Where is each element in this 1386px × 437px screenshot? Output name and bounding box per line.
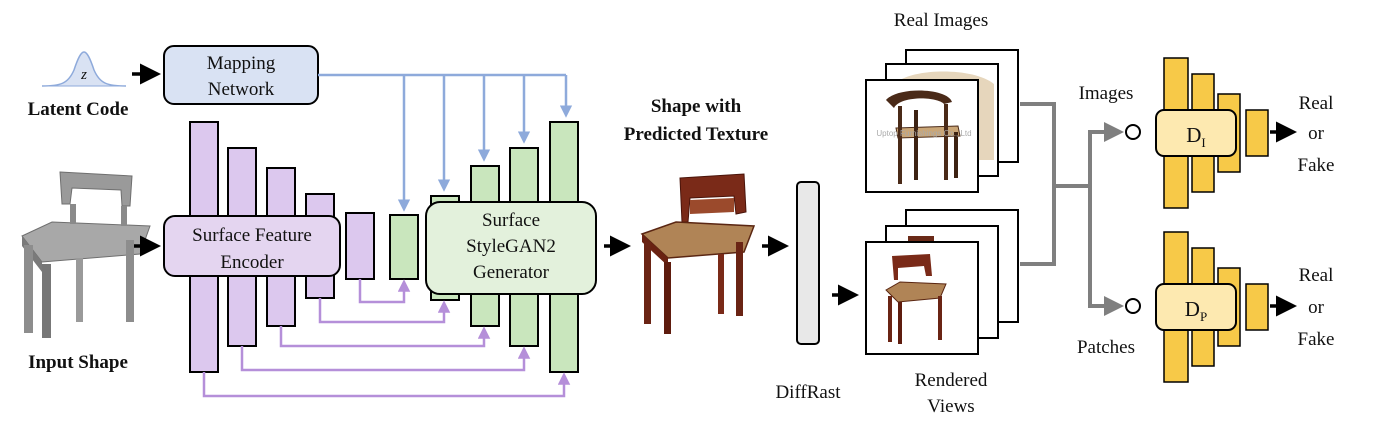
encoder-bar-5 [345, 212, 375, 280]
rendered-views-label-1: Rendered [915, 370, 988, 391]
image-fake-label: Fake [1298, 155, 1335, 176]
image-real-label: Real [1299, 93, 1334, 114]
latent-code-label: Latent Code [28, 99, 129, 120]
mapping-network-label-1: Mapping [207, 53, 276, 74]
real-image-watermark: Uptop Furnishings Co., Ltd [876, 129, 971, 138]
diffrast-label: DiffRast [775, 382, 841, 403]
input-shape-label: Input Shape [28, 352, 128, 373]
encoder-label-1: Surface Feature [192, 225, 312, 246]
rendered-views-stack [865, 209, 1019, 355]
patch-real-label: Real [1299, 265, 1334, 286]
latent-gaussian-icon [41, 51, 127, 87]
patch-or-label: or [1308, 297, 1325, 318]
patches-label: Patches [1077, 337, 1135, 358]
discriminator-connectors [1020, 102, 1124, 316]
skip-connections [202, 279, 571, 398]
generator-bar-1 [389, 214, 419, 280]
rendered-views-label-2: Views [927, 396, 974, 417]
real-images-stack: Uptop Furnishings Co., Ltd [865, 49, 1019, 193]
image-discriminator-box [1155, 109, 1237, 157]
image-or-label: or [1308, 123, 1325, 144]
generator-box [425, 201, 597, 295]
style-connections [318, 73, 573, 212]
patch-discriminator-box [1155, 283, 1237, 331]
shape-texture-label-2: Predicted Texture [624, 124, 768, 145]
image-discriminator-label: DI [1186, 123, 1206, 150]
patch-discriminator-label: DP [1185, 297, 1207, 324]
image-input-node [1125, 124, 1141, 140]
generator-label-3: Generator [473, 262, 550, 283]
latent-symbol: z [80, 67, 87, 83]
patch-fake-label: Fake [1298, 329, 1335, 350]
generator-label-2: StyleGAN2 [466, 236, 556, 257]
real-images-label: Real Images [894, 10, 988, 31]
shape-texture-label-1: Shape with [651, 96, 742, 117]
encoder-box [163, 215, 341, 277]
input-shape-chair [21, 171, 151, 338]
mapping-network-label-2: Network [208, 79, 275, 100]
diffrast-block [796, 181, 820, 345]
images-label: Images [1079, 83, 1134, 104]
generator-label-1: Surface [482, 210, 540, 231]
encoder-label-2: Encoder [220, 252, 284, 273]
textured-chair [640, 173, 756, 334]
patch-input-node [1125, 298, 1141, 314]
